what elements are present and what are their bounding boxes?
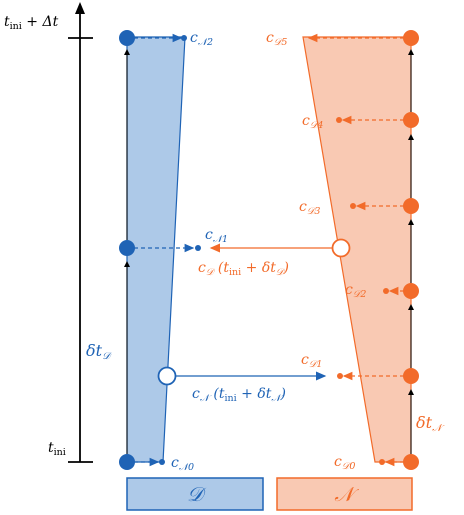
d1-point [337,373,343,379]
label-cd3: c𝒟3 [299,199,320,217]
label-cd4: c𝒟4 [302,113,323,131]
domain-n-region [302,36,414,463]
label-cd2: c𝒟2 [345,282,366,300]
n-node-2 [403,283,419,299]
domain-d-region [124,36,186,463]
d2-point [383,288,389,294]
d4-point [336,117,342,123]
label-cn2: c𝒩2 [190,30,213,48]
domain-d-legend-box [126,477,264,511]
n-interpolated-node [331,238,351,258]
legend-boxes: 𝒟 𝒩 [126,477,413,511]
time-axis-arrowhead [75,2,85,14]
n-node-4 [403,112,419,128]
d-node-mid [119,240,135,256]
domain-n-legend-box [276,477,413,511]
exchange-arrows [176,243,333,381]
n-node-1 [403,368,419,384]
d-dashed-arrows [134,33,201,467]
domain-d-fill [126,36,186,463]
domain-n-fill [302,36,412,463]
label-dt-d: δt𝒟 [86,341,112,362]
time-axis: tini + Δt tini [4,2,93,463]
n-node-0 [403,454,419,470]
n-nodes [331,30,419,470]
label-cn1: c𝒩1 [205,227,228,245]
d3-point [350,203,356,209]
time-label-bottom: tini [48,440,66,458]
n-node-3 [403,198,419,214]
n0-point [159,459,165,465]
d-interpolated-node [157,366,177,386]
label-dt-n: δt𝒩 [416,413,445,434]
d-nodes [119,30,177,470]
label-cn0: c𝒩0 [171,455,194,473]
label-cd0: c𝒟0 [334,454,355,472]
label-cd5: c𝒟5 [266,30,287,48]
d-node-bottom [119,454,135,470]
n1-point [195,245,201,251]
orange-labels: c𝒟5 c𝒟4 c𝒟3 c𝒟2 c𝒟1 c𝒟0 δt𝒩 c𝒟 (tini + δ… [198,30,445,472]
d-node-top [119,30,135,46]
domain-d-legend-label: 𝒟 [187,482,207,506]
n2-point [181,35,187,41]
blue-labels: c𝒩2 c𝒩1 c𝒩0 δt𝒟 c𝒩 (tini + δt𝒩) [86,30,286,473]
d0-point [379,459,385,465]
label-cd1: c𝒟1 [301,352,322,370]
label-cn-exchange: c𝒩 (tini + δt𝒩) [192,386,286,404]
n-dashed-arrows [307,33,404,467]
label-cd-exchange: c𝒟 (tini + δt𝒟) [198,260,289,278]
n-node-5 [403,30,419,46]
time-label-top: tini + Δt [4,14,59,32]
